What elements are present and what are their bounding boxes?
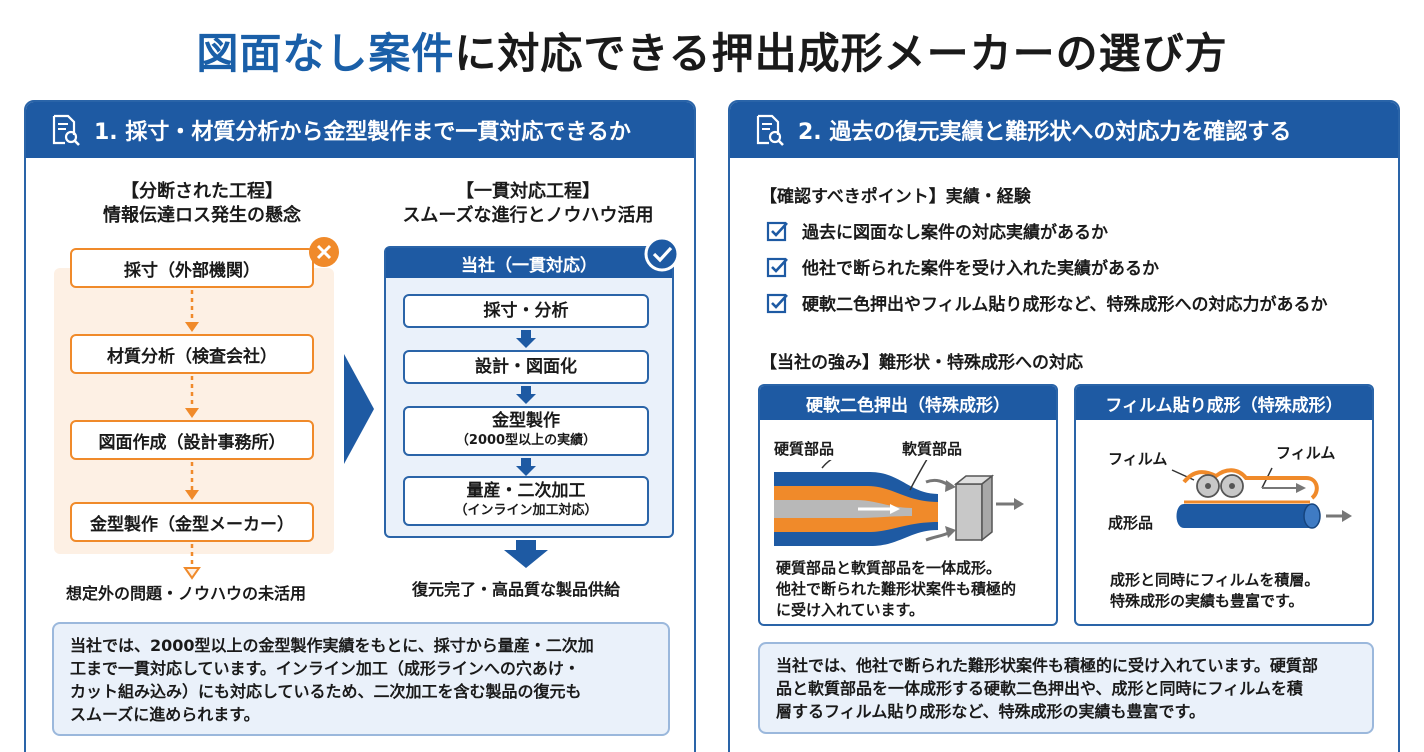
- coextrusion-illustration: [774, 460, 1024, 546]
- integrated-step-3-label: 金型製作: [492, 411, 560, 431]
- right-description-line2: 品と軟質部品を一体成形する硬軟二色押出や、成形と同時にフィルムを積: [776, 679, 1303, 698]
- page-title: 図面なし案件に対応できる押出成形メーカーの選び方: [0, 20, 1424, 81]
- check-item-3: 硬軟二色押出やフィルム貼り成形など、特殊成形への対応力があるか: [766, 290, 1327, 315]
- left-description: 当社では、2000型以上の金型製作実績をもとに、採寸から量産・二次加 工まで一貫…: [52, 622, 670, 736]
- fragmented-step-2-label: 材質分析（検査会社）: [107, 346, 277, 367]
- integrated-step-3-sub: （2000型以上の実績）: [455, 433, 597, 448]
- integrated-arrows: [504, 330, 548, 568]
- document-search-icon: [52, 114, 80, 146]
- label-film-left: フィルム: [1108, 450, 1168, 468]
- right-description: 当社では、他社で断られた難形状案件も積極的に受け入れています。硬質部 品と軟質部…: [758, 642, 1374, 734]
- feature-film-lamination-header: フィルム貼り成形（特殊成形）: [1076, 386, 1372, 420]
- integrated-step-1-label: 採寸・分析: [483, 301, 569, 321]
- fragmented-step-1: 採寸（外部機関）: [70, 248, 314, 288]
- check-circle-icon: [644, 236, 680, 272]
- feature-coextrusion-desc-line3: に受け入れています。: [776, 601, 925, 619]
- integrated-step-1: 採寸・分析: [403, 294, 649, 328]
- feature-coextrusion-desc-line1: 硬質部品と軟質部品を一体成形。: [776, 559, 1002, 577]
- fragmented-arrows: [183, 290, 201, 580]
- check-points-title: 【確認すべきポイント】実績・経験: [760, 187, 1031, 207]
- document-search-icon: [756, 114, 784, 146]
- title-highlight: 図面なし案件: [196, 29, 455, 78]
- label-soft-part: 軟質部品: [902, 440, 963, 458]
- integrated-step-4: 量産・二次加工 （インライン加工対応）: [403, 476, 649, 526]
- title-rest: に対応できる押出成形メーカーの選び方: [454, 29, 1228, 78]
- left-description-line3: カット組み込み）にも対応しているため、二次加工を含む製品の復元も: [70, 682, 582, 701]
- integrated-title-line1: 【一貫対応工程】: [456, 181, 600, 202]
- label-product: 成形品: [1108, 514, 1154, 532]
- feature-film-lamination: フィルム貼り成形（特殊成形） フィルム フィルム 成形品 成形と同時にフィルムを…: [1074, 384, 1374, 626]
- feature-film-lamination-desc-line2: 特殊成形の実績も豊富です。: [1110, 592, 1304, 610]
- integrated-title: 【一貫対応工程】 スムーズな進行とノウハウ活用: [378, 180, 678, 228]
- check-item-2-label: 他社で断られた案件を受け入れた実績があるか: [802, 259, 1159, 279]
- left-panel-header: 1. 採寸・材質分析から金型製作まで一貫対応できるか: [26, 102, 694, 158]
- feature-film-lamination-desc: 成形と同時にフィルムを積層。 特殊成形の実績も豊富です。: [1110, 570, 1319, 612]
- left-description-line2: 工まで一貫対応しています。インライン加工（成形ラインへの穴あけ・: [70, 659, 580, 678]
- fragmented-outcome: 想定外の問題・ノウハウの未活用: [66, 584, 307, 603]
- right-description-line1: 当社では、他社で断られた難形状案件も積極的に受け入れています。硬質部: [776, 656, 1318, 675]
- right-panel: 2. 過去の復元実績と難形状への対応力を確認する 【確認すべきポイント】実績・経…: [728, 100, 1400, 752]
- fragmented-step-3: 図面作成（設計事務所）: [70, 420, 314, 460]
- checkbox-checked-icon: [766, 257, 788, 277]
- fragmented-title: 【分断された工程】 情報伝達ロス発生の懸念: [62, 180, 342, 228]
- fragmented-step-2: 材質分析（検査会社）: [70, 334, 314, 374]
- fragmented-step-3-label: 図面作成（設計事務所）: [98, 432, 286, 453]
- label-hard-part: 硬質部品: [774, 440, 835, 458]
- integrated-step-2: 設計・図面化: [403, 350, 649, 384]
- left-description-line4: スムーズに進められます。: [70, 705, 260, 724]
- fragmented-title-line2: 情報伝達ロス発生の懸念: [103, 205, 301, 226]
- integrated-outcome: 復元完了・高品質な製品供給: [412, 580, 621, 599]
- label-film-right: フィルム: [1276, 444, 1336, 462]
- feature-coextrusion-desc-line2: 他社で断られた難形状案件も積極的: [776, 580, 1017, 598]
- check-item-2: 他社で断られた案件を受け入れた実績があるか: [766, 254, 1159, 279]
- integrated-title-line2: スムーズな進行とノウハウ活用: [402, 205, 654, 226]
- feature-film-lamination-desc-line1: 成形と同時にフィルムを積層。: [1110, 571, 1320, 589]
- left-panel: 1. 採寸・材質分析から金型製作まで一貫対応できるか 【分断された工程】 情報伝…: [24, 100, 696, 752]
- left-description-line1: 当社では、2000型以上の金型製作実績をもとに、採寸から量産・二次加: [70, 636, 594, 655]
- fragmented-step-4-label: 金型製作（金型メーカー）: [90, 514, 294, 535]
- cross-icon: [309, 237, 339, 267]
- check-item-1-label: 過去に図面なし案件の対応実績があるか: [802, 223, 1108, 243]
- integrated-step-4-label: 量産・二次加工: [466, 481, 586, 501]
- fragmented-step-1-label: 採寸（外部機関）: [124, 260, 260, 281]
- feature-coextrusion: 硬軟二色押出（特殊成形） 硬質部品 軟質部品 硬質部品と軟質部品を一体成形。 他…: [758, 384, 1058, 626]
- chevron-right-icon: [344, 354, 374, 464]
- fragmented-step-4: 金型製作（金型メーカー）: [70, 502, 314, 542]
- right-description-line3: 層するフィルム貼り成形など、特殊成形の実績も豊富です。: [776, 702, 1205, 721]
- integrated-box-header: 当社（一貫対応）: [386, 248, 672, 278]
- feature-coextrusion-desc: 硬質部品と軟質部品を一体成形。 他社で断られた難形状案件も積極的 に受け入れてい…: [776, 558, 1016, 621]
- integrated-step-3: 金型製作 （2000型以上の実績）: [403, 406, 649, 456]
- strength-title: 【当社の強み】難形状・特殊成形への対応: [760, 353, 1083, 373]
- fragmented-title-line1: 【分断された工程】: [121, 181, 283, 202]
- check-item-3-label: 硬軟二色押出やフィルム貼り成形など、特殊成形への対応力があるか: [802, 295, 1328, 315]
- left-panel-title: 1. 採寸・材質分析から金型製作まで一貫対応できるか: [94, 120, 631, 145]
- film-lamination-illustration: [1171, 467, 1352, 529]
- checkbox-checked-icon: [766, 221, 788, 241]
- integrated-step-4-sub: （インライン加工対応）: [454, 503, 598, 518]
- right-panel-title: 2. 過去の復元実績と難形状への対応力を確認する: [798, 120, 1292, 145]
- check-item-1: 過去に図面なし案件の対応実績があるか: [766, 218, 1108, 243]
- integrated-step-2-label: 設計・図面化: [475, 357, 577, 377]
- feature-coextrusion-header: 硬軟二色押出（特殊成形）: [760, 386, 1056, 420]
- right-panel-header: 2. 過去の復元実績と難形状への対応力を確認する: [730, 102, 1398, 158]
- checkbox-checked-icon: [766, 293, 788, 313]
